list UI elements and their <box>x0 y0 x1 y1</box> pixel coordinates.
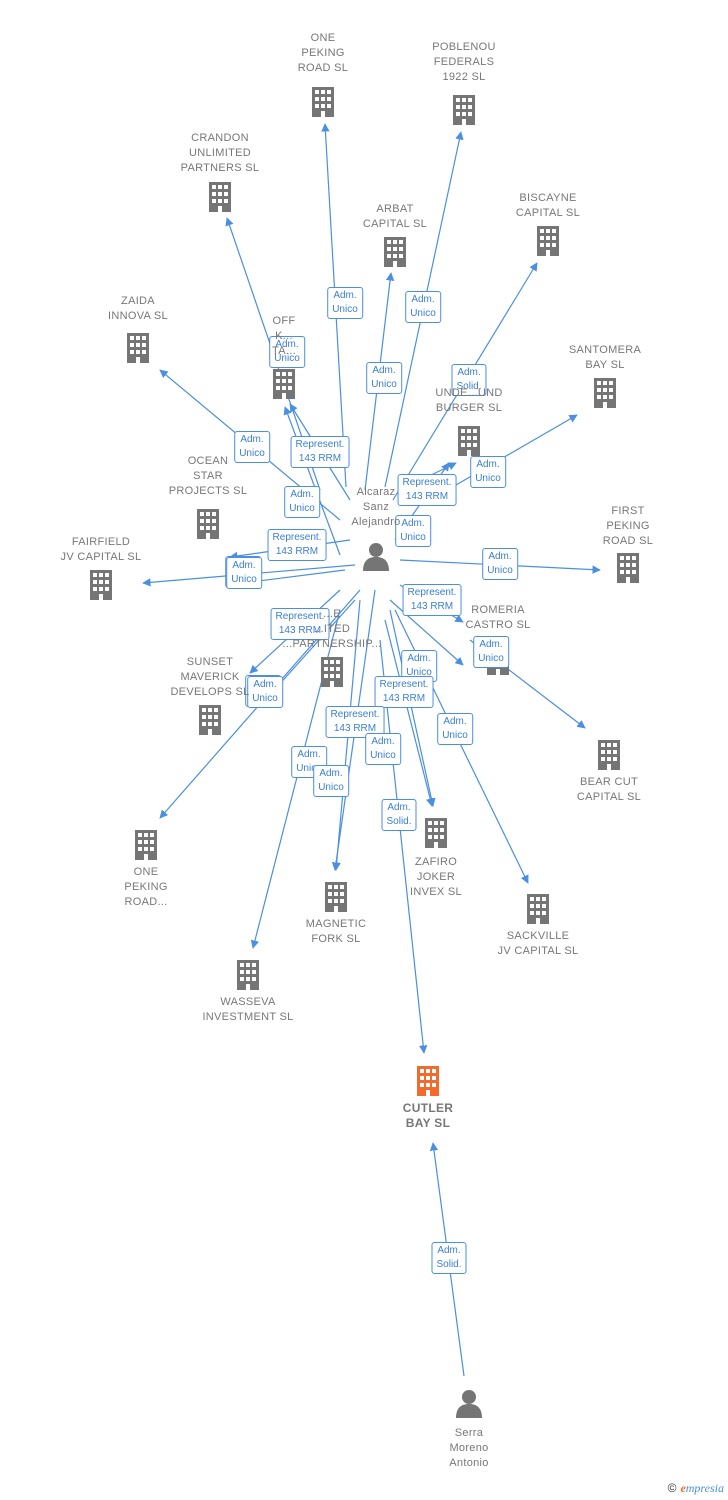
edge-label[interactable]: Adm. Solid. <box>451 364 487 396</box>
building-icon[interactable] <box>325 882 347 912</box>
building-icon[interactable] <box>127 333 149 363</box>
node-label-zafiro[interactable]: ZAFIRO JOKER INVEX SL <box>410 856 462 898</box>
node-label-serra[interactable]: Serra Moreno Antonio <box>449 1427 489 1469</box>
edge-label[interactable]: Adm. Solid. <box>381 799 417 831</box>
edge-alcaraz-to-zafiro <box>389 609 436 807</box>
edge-label[interactable]: Adm. Unico <box>405 291 441 323</box>
edge-label[interactable]: Adm. Unico <box>226 557 262 589</box>
node-label-biscayne[interactable]: BISCAYNE CAPITAL SL <box>515 192 581 219</box>
building-icon[interactable] <box>321 657 343 687</box>
node-label-sunset[interactable]: SUNSET MAVERICK DEVELOPS SL <box>170 656 250 698</box>
person-icon[interactable] <box>456 1390 482 1418</box>
building-icon[interactable] <box>617 553 639 583</box>
node-label-santomera[interactable]: SANTOMERA BAY SL <box>568 344 642 371</box>
edge-alcaraz-to-off <box>283 406 341 556</box>
building-icon[interactable] <box>417 1066 439 1096</box>
edge-label[interactable]: Represent. 143 RRM <box>290 436 350 468</box>
edge-label[interactable]: Adm. Unico <box>473 636 509 668</box>
brand-name: mpresia <box>685 1481 724 1495</box>
node-label-ocean[interactable]: OCEAN STAR PROJECTS SL <box>168 455 248 497</box>
edge-label[interactable]: Adm. Unico <box>366 362 402 394</box>
edge-label[interactable]: Adm. Unico <box>291 746 327 778</box>
edge-label[interactable]: Adm. Unico <box>327 287 363 319</box>
edge-label[interactable]: Adm. Unico <box>482 548 518 580</box>
building-icon[interactable] <box>527 894 549 924</box>
node-label-underground[interactable]: UNDE...UND BURGER SL <box>435 387 503 414</box>
node-label-fairfield[interactable]: FAIRFIELD JV CAPITAL SL <box>60 536 142 563</box>
edge-label[interactable]: Represent. 143 RRM <box>270 608 330 640</box>
node-label-romeria[interactable]: ROMERIA CASTRO SL <box>465 604 531 631</box>
person-icon[interactable] <box>363 543 389 571</box>
edge-alcaraz-to-romeria <box>389 599 464 666</box>
building-icon[interactable] <box>594 378 616 408</box>
edge-label[interactable]: Adm. Unico <box>313 765 349 797</box>
edge-label[interactable]: Adm. Unico <box>284 486 320 518</box>
copyright-symbol: © <box>667 1481 677 1495</box>
edge-alcaraz-to-cutler <box>379 639 428 1054</box>
edge-label[interactable]: Represent. 143 RRM <box>402 584 462 616</box>
node-label-arbat[interactable]: ARBAT CAPITAL SL <box>362 203 428 230</box>
edge-alcaraz-to-zafiro <box>384 619 435 807</box>
node-label-bearcut[interactable]: BEAR CUT CAPITAL SL <box>576 776 642 803</box>
node-label-crandon[interactable]: CRANDON UNLIMITED PARTNERS SL <box>180 132 260 174</box>
node-label-alcaraz[interactable]: Alcaraz Sanz Alejandro <box>351 486 401 528</box>
node-label-unlimited[interactable]: ...E ...ITED ...PARTNERSHIP... <box>282 608 382 650</box>
building-icon[interactable] <box>90 570 112 600</box>
edge-label[interactable]: Adm. Solid. <box>431 1242 467 1274</box>
building-icon[interactable] <box>453 95 475 125</box>
node-label-one_peking_top[interactable]: ONE PEKING ROAD SL <box>297 32 349 74</box>
node-label-off[interactable]: OFF K... TA... <box>272 315 296 357</box>
edge-label[interactable]: Adm. Unico <box>234 431 270 463</box>
brand-initial: e <box>680 1481 686 1495</box>
node-label-zaida[interactable]: ZAIDA INNOVA SL <box>108 295 168 322</box>
node-label-wasseva[interactable]: WASSEVA INVESTMENT SL <box>202 996 294 1023</box>
edge-label[interactable]: Represent. 143 RRM <box>397 474 457 506</box>
node-label-first_peking[interactable]: FIRST PEKING ROAD SL <box>602 505 654 547</box>
building-icon[interactable] <box>197 509 219 539</box>
building-icon[interactable] <box>135 830 157 860</box>
building-icon[interactable] <box>425 818 447 848</box>
building-icon[interactable] <box>598 740 620 770</box>
edge-label[interactable]: Adm. Unico <box>365 733 401 765</box>
building-icon[interactable] <box>312 87 334 117</box>
node-label-cutler[interactable]: CUTLER BAY SL <box>402 1101 454 1130</box>
building-icon[interactable] <box>273 369 295 399</box>
building-icon[interactable] <box>209 182 231 212</box>
empresia-watermark: ©empresia <box>668 1481 724 1496</box>
building-icon[interactable] <box>199 705 221 735</box>
node-label-poblenou[interactable]: POBLENOU FEDERALS 1922 SL <box>432 41 496 83</box>
edge-label[interactable]: Adm. Unico <box>470 456 506 488</box>
edge-label[interactable]: Represent. 143 RRM <box>325 706 385 738</box>
building-icon[interactable] <box>384 237 406 267</box>
edge-label[interactable]: Represent. 143 RRM <box>267 529 327 561</box>
node-label-magnetic[interactable]: MAGNETIC FORK SL <box>305 918 367 945</box>
edge-label[interactable]: Adm. Unico <box>395 515 431 547</box>
building-icon[interactable] <box>537 226 559 256</box>
building-icon[interactable] <box>458 426 480 456</box>
edge-label[interactable]: Adm. Unico <box>437 713 473 745</box>
node-label-one_peking_bottom[interactable]: ONE PEKING ROAD... <box>124 866 168 908</box>
building-icon[interactable] <box>237 960 259 990</box>
edge-label[interactable]: Adm. Unico <box>269 336 305 368</box>
node-label-sackville[interactable]: SACKVILLE JV CAPITAL SL <box>497 930 579 957</box>
edge-label[interactable]: Adm. Unico <box>247 676 283 708</box>
edge-label[interactable]: Represent. 143 RRM <box>374 676 434 708</box>
